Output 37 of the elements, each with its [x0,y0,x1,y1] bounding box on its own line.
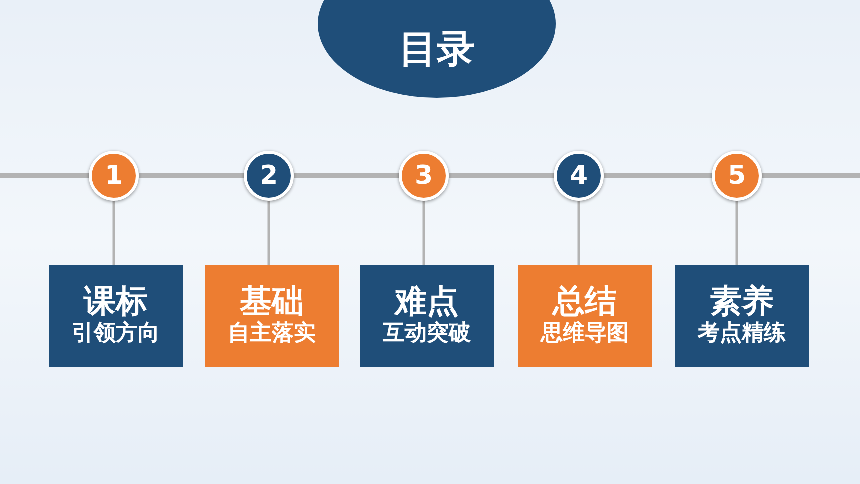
circle-number: 5 [728,163,746,189]
circle-number: 3 [414,163,434,189]
section-subtitle: 自主落实 [228,320,316,348]
number-circle [244,151,294,201]
section-subtitle: 引领方向 [72,320,160,348]
section-heading: 总结 [553,283,617,320]
connector-line [578,201,580,265]
section-heading: 基础 [240,283,304,320]
section-box [675,265,809,367]
number-circle [89,151,139,201]
connector-line [422,201,426,265]
connector-line [736,201,738,265]
section-box [205,265,339,367]
circle-number: 1 [104,163,124,189]
timeline-line [0,174,89,178]
timeline-line [604,174,712,178]
section-heading: 难点 [395,283,459,320]
connector-line [112,201,116,265]
circle-number: 4 [570,163,588,189]
title: 目录 [398,30,476,68]
section-heading: 素养 [710,283,774,320]
section-box [518,265,652,367]
number-circle [554,151,604,201]
circle-number: 2 [260,163,278,189]
number-circle [399,151,449,201]
section-subtitle: 互动突破 [383,320,471,348]
number-circle [712,151,762,201]
section-subtitle: 思维导图 [541,320,629,348]
timeline-line [762,174,860,178]
timeline-line [294,174,399,178]
timeline-line [139,174,244,178]
connector-line [268,201,270,265]
section-heading: 课标 [84,283,148,320]
timeline-line [449,174,554,178]
section-box [49,265,183,367]
section-box [360,265,494,367]
section-subtitle: 考点精练 [698,320,786,348]
